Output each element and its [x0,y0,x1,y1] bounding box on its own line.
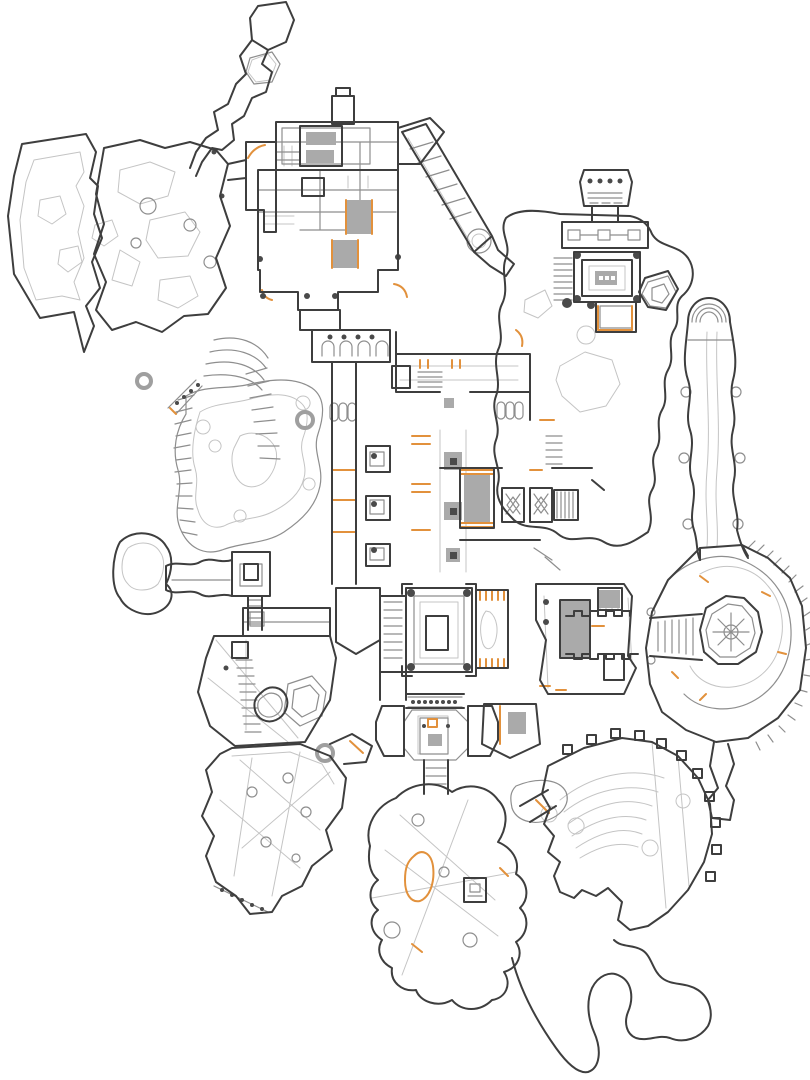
layer-white-insets [430,276,615,648]
layer-walls [7,1,807,1074]
layer-thick-rings [135,372,335,763]
layer-accent-lines [169,144,787,953]
layer-gray-blocks [306,132,620,746]
layer-floor-detail [19,53,783,976]
